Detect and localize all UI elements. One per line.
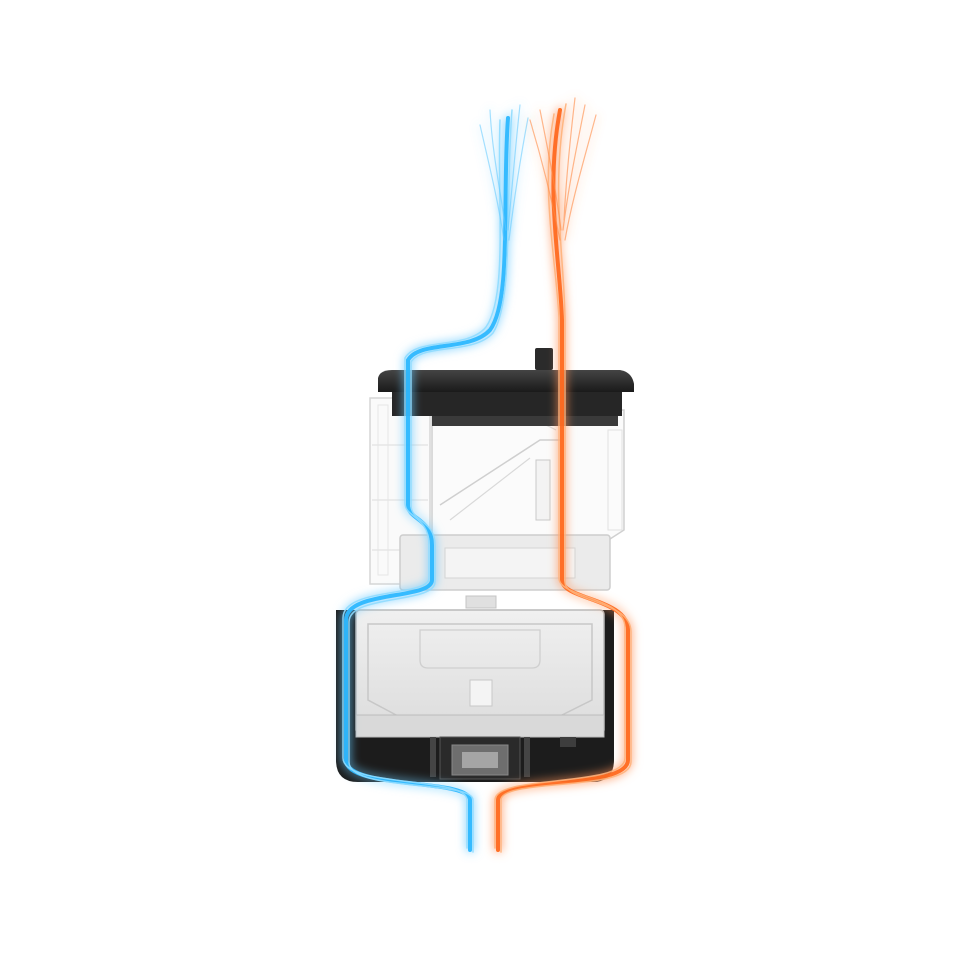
station-body [336,348,634,782]
mid-platform [399,534,611,609]
lower-base [336,609,614,782]
clean-water-flow [342,104,529,853]
dirty-water-flow [494,97,632,853]
tank-lid [378,348,634,426]
dirty-water-tank [431,409,625,549]
